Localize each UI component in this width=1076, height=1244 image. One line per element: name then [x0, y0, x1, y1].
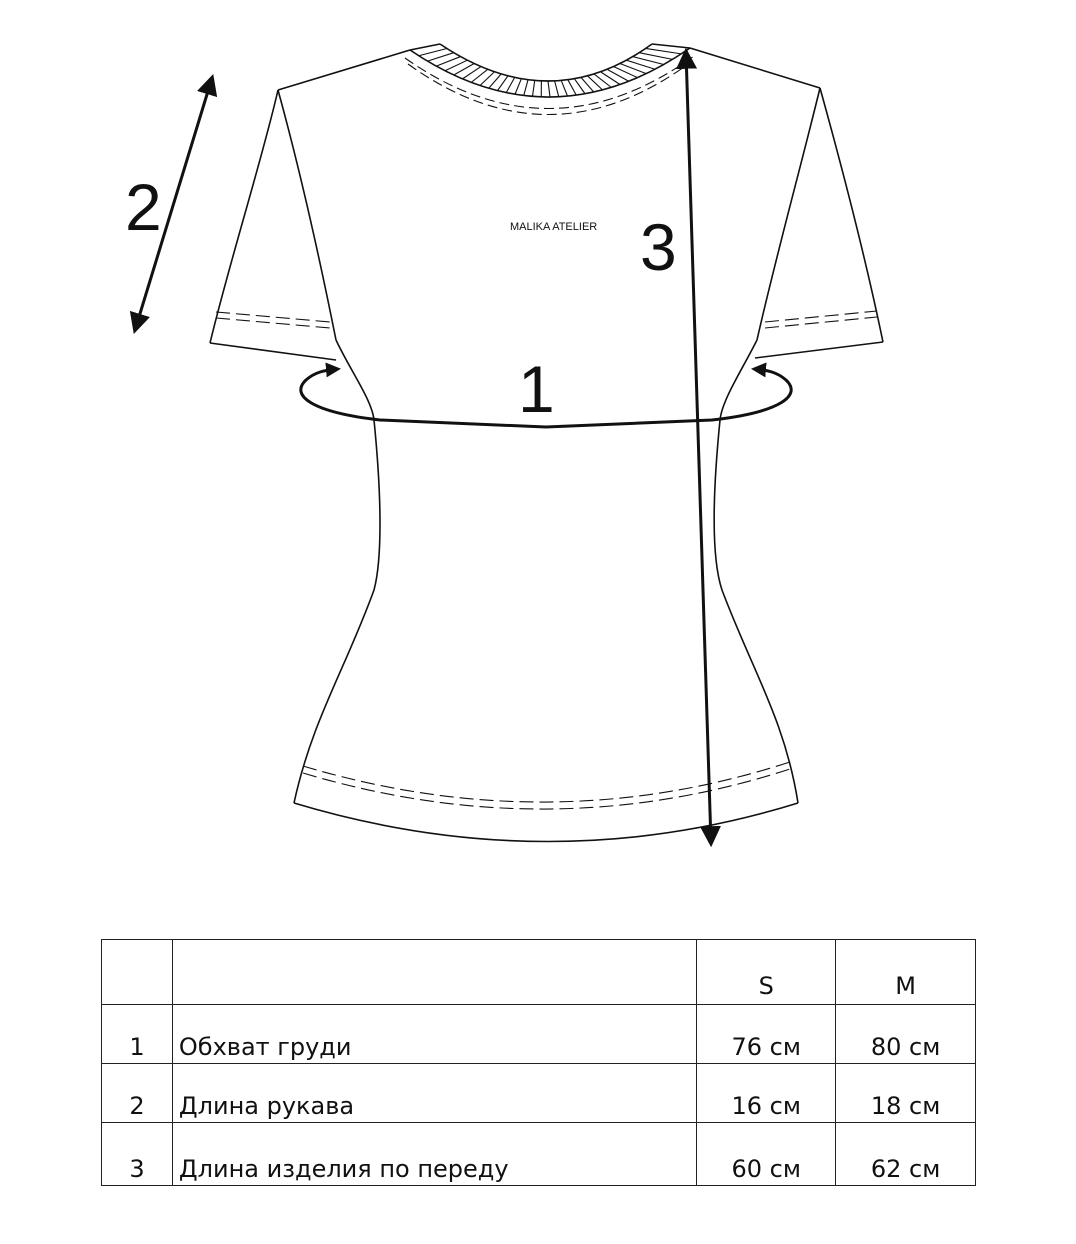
table-row: 1 Обхват груди 76 см 80 см: [101, 1004, 976, 1064]
row-size-s: 16 см: [696, 1063, 837, 1123]
collar-rib-line: [632, 56, 664, 66]
collar-rib-line: [593, 73, 612, 88]
table-header-row: S M: [101, 939, 976, 1005]
collar-rib-line: [470, 68, 489, 83]
collar-ribbing: [418, 47, 682, 98]
collar-rib-line: [639, 52, 673, 60]
table-row: 2 Длина рукава 16 см 18 см: [101, 1063, 976, 1123]
callout-3: 3: [640, 210, 677, 284]
sleeve-length-arrow: [129, 73, 218, 335]
collar-rib-line: [580, 77, 595, 93]
collar-rib-line: [613, 66, 638, 79]
collar-rib-line: [587, 75, 603, 91]
row-size-s: 60 см: [696, 1122, 837, 1186]
brand-label: MALIKA ATELIER: [510, 221, 597, 233]
row-name: Длина рукава: [171, 1063, 698, 1123]
row-name: Длина изделия по переду: [171, 1122, 698, 1186]
collar-rib-line: [497, 75, 509, 91]
tshirt-diagram: MALIKA ATELIER 1 2 3: [125, 43, 884, 848]
collar-rib-line: [479, 71, 495, 86]
collar-rib-line: [626, 59, 656, 70]
collar-rib-line: [427, 52, 454, 62]
tshirt-outline: [209, 43, 884, 843]
collar-rib-line: [606, 68, 630, 82]
callout-1: 1: [518, 352, 555, 426]
collar-rib-line: [567, 79, 577, 96]
collar-rib-line: [505, 77, 516, 93]
row-size-m: 80 см: [835, 1004, 976, 1064]
collar-rib-line: [554, 80, 560, 97]
collar-rib-line: [488, 73, 502, 89]
collar-rib-line: [453, 63, 475, 76]
collar-rib-line: [444, 59, 468, 72]
chest-girth-arrow: [299, 362, 793, 429]
row-name: Обхват груди: [171, 1004, 698, 1064]
header-size-s: S: [696, 939, 837, 1005]
collar-rib-line: [523, 79, 529, 96]
row-num: 3: [101, 1122, 173, 1186]
collar-rib-line: [645, 47, 682, 55]
collar-rib-line: [418, 47, 448, 57]
collar-rib-line: [560, 80, 569, 97]
row-size-s: 76 см: [696, 1004, 837, 1064]
header-num: [101, 939, 173, 1005]
row-num: 1: [101, 1004, 173, 1064]
size-table: S M 1 Обхват груди 76 см 80 см 2 Длина р…: [101, 939, 976, 1186]
collar-rib-line: [436, 56, 461, 67]
collar-rib-line: [619, 62, 647, 75]
collar-rib-line: [531, 80, 536, 97]
header-size-m: M: [835, 939, 976, 1005]
collar-rib-line: [462, 66, 482, 80]
callout-2: 2: [125, 170, 162, 244]
collar-rib-line: [573, 78, 586, 95]
collar-stitch: [404, 55, 695, 115]
collar-rib-line: [514, 78, 522, 95]
sleeve-stitch: [215, 310, 878, 329]
collar-rib-line: [600, 71, 621, 85]
row-num: 2: [101, 1063, 173, 1123]
table-row: 3 Длина изделия по переду 60 см 62 см: [101, 1122, 976, 1186]
front-length-arrow: [676, 47, 721, 848]
collar-rib-line: [547, 80, 551, 98]
hem-stitch: [302, 761, 791, 810]
row-size-m: 18 см: [835, 1063, 976, 1123]
header-name: [171, 939, 698, 1005]
row-size-m: 62 см: [835, 1122, 976, 1186]
